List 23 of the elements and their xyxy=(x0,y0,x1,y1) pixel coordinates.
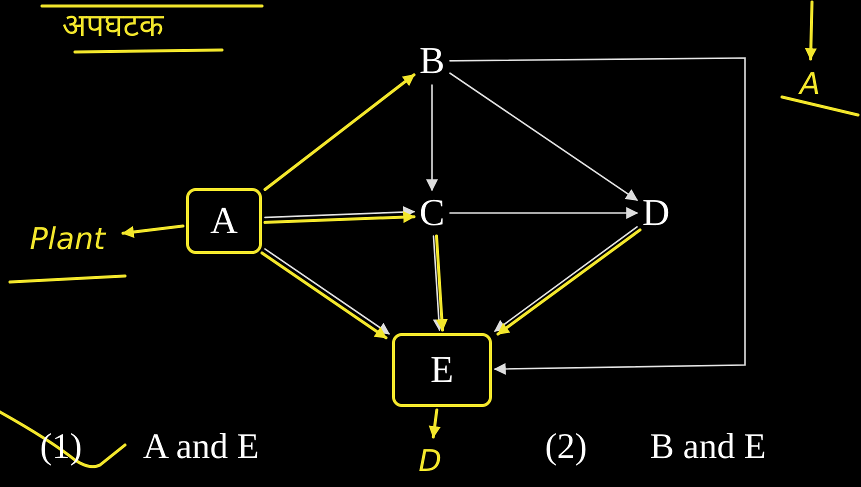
arrow xyxy=(449,72,638,201)
boxed-node: A xyxy=(186,188,262,254)
node-label: B xyxy=(417,40,447,82)
node-label: C xyxy=(417,193,447,233)
arrow xyxy=(264,211,416,224)
arrow xyxy=(264,73,416,191)
arrow xyxy=(804,0,817,60)
option-number: (2) xyxy=(545,428,587,464)
arrow xyxy=(428,408,441,438)
handwritten-label: A xyxy=(788,62,832,108)
arrow xyxy=(449,207,638,219)
boxed-node: E xyxy=(392,333,492,407)
handwritten-label: Plant xyxy=(15,218,120,262)
arrow xyxy=(426,84,438,192)
handwritten-title: अपघटक xyxy=(62,9,164,41)
arrow xyxy=(264,206,416,218)
handwritten-label: D xyxy=(410,440,450,484)
answer-option: B and E xyxy=(650,428,766,464)
answer-option: A and E xyxy=(143,428,259,464)
arrow xyxy=(122,224,184,238)
arrow xyxy=(435,234,448,332)
node-label: D xyxy=(640,193,672,233)
arrow xyxy=(449,57,746,375)
